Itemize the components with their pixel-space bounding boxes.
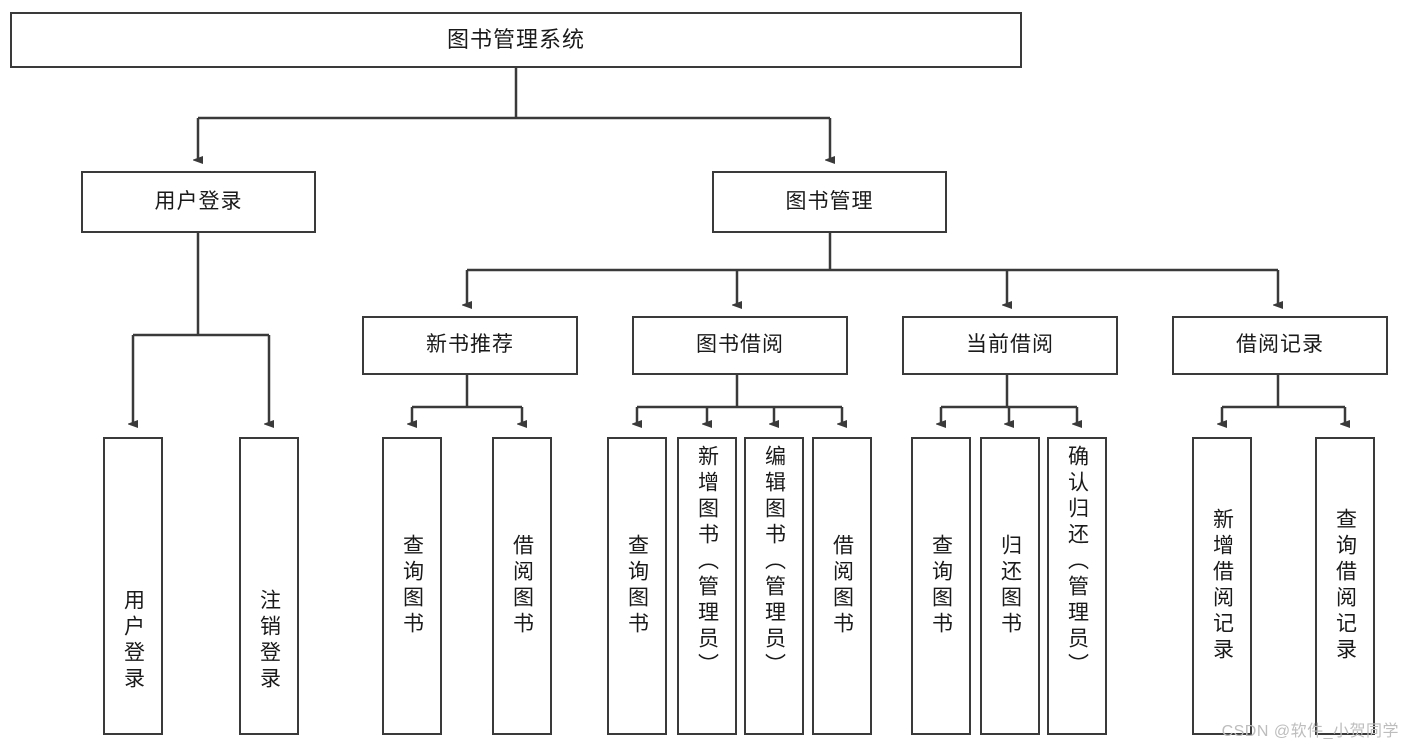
leaf-book-borrow-add-label: 新增图书（管理员）	[695, 445, 719, 679]
node-new-book-recommend[interactable]: 新书推荐	[362, 316, 578, 375]
leaf-book-borrow-borrow[interactable]: 借阅图书	[812, 437, 872, 735]
leaf-borrow-record-query[interactable]: 查询借阅记录	[1315, 437, 1375, 735]
leaf-book-borrow-query[interactable]: 查询图书	[607, 437, 667, 735]
leaf-current-borrow-return-label: 归还图书	[998, 534, 1022, 638]
node-book-management-label: 图书管理	[785, 189, 874, 213]
node-current-borrow[interactable]: 当前借阅	[902, 316, 1118, 375]
node-book-management[interactable]: 图书管理	[712, 171, 947, 233]
leaf-current-borrow-query[interactable]: 查询图书	[911, 437, 971, 735]
leaf-current-borrow-query-label: 查询图书	[929, 534, 953, 638]
leaf-borrow-record-add-label: 新增借阅记录	[1210, 508, 1234, 664]
node-borrow-record-label: 借阅记录	[1236, 333, 1324, 357]
node-new-book-recommend-label: 新书推荐	[426, 333, 514, 357]
leaf-user-login-signin[interactable]: 用户登录	[103, 437, 163, 735]
node-root-label: 图书管理系统	[446, 27, 585, 53]
leaf-new-book-query[interactable]: 查询图书	[382, 437, 442, 735]
node-book-borrow-label: 图书借阅	[696, 333, 784, 357]
leaf-current-borrow-confirm-return-label: 确认归还（管理员）	[1065, 445, 1089, 679]
node-root-system[interactable]: 图书管理系统	[10, 12, 1022, 68]
node-user-login[interactable]: 用户登录	[81, 171, 316, 233]
node-book-borrow[interactable]: 图书借阅	[632, 316, 848, 375]
leaf-new-book-query-label: 查询图书	[400, 534, 424, 638]
leaf-new-book-borrow-label: 借阅图书	[510, 534, 534, 638]
leaf-current-borrow-confirm-return[interactable]: 确认归还（管理员）	[1047, 437, 1107, 735]
leaf-book-borrow-borrow-label: 借阅图书	[830, 534, 854, 638]
node-current-borrow-label: 当前借阅	[966, 333, 1054, 357]
node-user-login-label: 用户登录	[154, 189, 243, 213]
leaf-book-borrow-edit-label: 编辑图书（管理员）	[762, 445, 786, 679]
leaf-user-login-signout-label: 注销登录	[257, 589, 281, 693]
leaf-book-borrow-query-label: 查询图书	[625, 534, 649, 638]
leaf-book-borrow-edit[interactable]: 编辑图书（管理员）	[744, 437, 804, 735]
leaf-borrow-record-query-label: 查询借阅记录	[1333, 508, 1357, 664]
leaf-current-borrow-return[interactable]: 归还图书	[980, 437, 1040, 735]
leaf-user-login-signout[interactable]: 注销登录	[239, 437, 299, 735]
leaf-new-book-borrow[interactable]: 借阅图书	[492, 437, 552, 735]
leaf-borrow-record-add[interactable]: 新增借阅记录	[1192, 437, 1252, 735]
leaf-book-borrow-add[interactable]: 新增图书（管理员）	[677, 437, 737, 735]
leaf-user-login-signin-label: 用户登录	[121, 589, 145, 693]
node-borrow-record[interactable]: 借阅记录	[1172, 316, 1388, 375]
